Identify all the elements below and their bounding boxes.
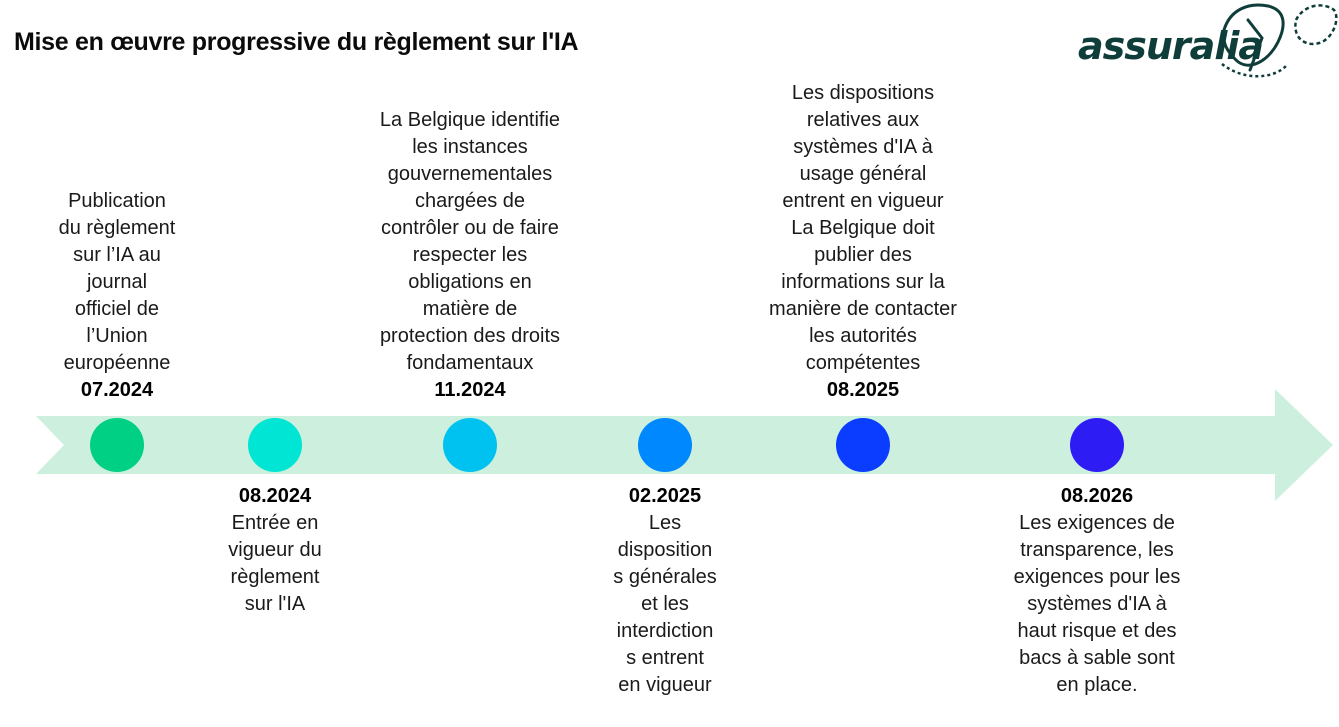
milestone-text-line: compétentes (805, 352, 921, 374)
milestone-02-2025: 02.2025 Les disposition s générales et l… (575, 483, 755, 699)
milestone-text-line: disposition (617, 539, 713, 561)
milestone-text-line: contrôler ou de faire (381, 217, 559, 239)
milestone-text-line: fondamentaux (406, 352, 534, 374)
assuralia-logo: assuralia (1072, 0, 1339, 90)
milestone-text-line: matière de (422, 298, 518, 320)
milestone-text-line: Entrée en (231, 512, 319, 534)
milestone-date: 08.2024 (238, 485, 312, 507)
milestone-text-line: interdiction (616, 620, 714, 642)
milestone-text-line: bacs à sable sont (1019, 647, 1175, 669)
logo-ornament-icon (1221, 3, 1338, 78)
page-title: Mise en œuvre progressive du règlement s… (14, 28, 579, 56)
milestone-text-line: Les (648, 512, 682, 534)
milestone-text-line: exigences pour les (1013, 566, 1181, 588)
milestone-text-line: Les dispositions (791, 82, 935, 104)
milestone-text-line: haut risque et des (1017, 620, 1177, 642)
milestone-text-line: sur l'IA (244, 593, 306, 615)
milestone-dot-02-2025 (638, 418, 692, 472)
milestone-text-line: relatives aux (806, 109, 920, 131)
milestone-text-line: du règlement (58, 217, 176, 239)
milestone-date: 08.2026 (1060, 485, 1134, 507)
milestone-text-line: s générales (613, 566, 717, 588)
milestone-08-2025: Les dispositions relatives aux systèmes … (738, 80, 988, 404)
milestone-date: 07.2024 (80, 379, 154, 401)
logo-text: assuralia (1078, 24, 1264, 68)
milestone-text-line: et les (641, 593, 689, 615)
milestone-dot-08-2026 (1070, 418, 1124, 472)
milestone-08-2026: 08.2026 Les exigences de transparence, l… (977, 483, 1217, 699)
milestone-11-2024: La Belgique identifie les instances gouv… (350, 107, 590, 404)
milestone-text-line: systèmes d'IA à (1027, 593, 1167, 615)
milestone-text-line: en vigueur (618, 674, 712, 696)
milestone-text-line: les autorités (809, 325, 917, 347)
milestone-text-line: vigueur du (228, 539, 322, 561)
milestone-08-2024: 08.2024 Entrée en vigueur du règlement s… (175, 483, 375, 618)
milestone-text-line: Publication (68, 190, 166, 212)
milestone-text-line: La Belgique identifie (379, 109, 561, 131)
milestone-text-line: officiel de (74, 298, 160, 320)
milestone-dot-08-2024 (248, 418, 302, 472)
milestone-date: 08.2025 (826, 379, 900, 401)
milestone-text-line: gouvernementales (387, 163, 553, 185)
milestone-text-line: publier des (814, 244, 912, 266)
milestone-dot-07-2024 (90, 418, 144, 472)
milestone-text-line: protection des droits (379, 325, 561, 347)
milestone-text-line: les instances (412, 136, 528, 158)
milestone-dot-08-2025 (836, 418, 890, 472)
milestone-text-line: usage général (799, 163, 927, 185)
milestone-text-line: européenne (63, 352, 171, 374)
milestone-date: 11.2024 (434, 379, 506, 401)
milestone-text-line: en place. (1056, 674, 1138, 696)
milestone-text-line: chargées de (414, 190, 526, 212)
milestone-text-line: règlement (230, 566, 320, 588)
milestone-text-line: s entrent (626, 647, 704, 669)
milestone-text-line: Les exigences de (1019, 512, 1175, 534)
milestone-text-line: entrent en vigueur (782, 190, 944, 212)
milestone-text-line: respecter les (412, 244, 528, 266)
milestone-07-2024: Publication du règlement sur l’IA au jou… (17, 188, 217, 404)
milestone-text-line: journal (86, 271, 148, 293)
milestone-text-line: transparence, les (1020, 539, 1174, 561)
milestone-text-line: sur l’IA au (73, 244, 161, 266)
milestone-text-line: manière de contacter (769, 298, 957, 320)
milestone-text-line: La Belgique doit (791, 217, 935, 239)
milestone-text-line: l’Union (86, 325, 148, 347)
milestone-dot-11-2024 (443, 418, 497, 472)
milestone-date: 02.2025 (628, 485, 702, 507)
milestone-text-line: informations sur la (781, 271, 945, 293)
milestone-text-line: systèmes d'IA à (793, 136, 933, 158)
milestone-text-line: obligations en (408, 271, 532, 293)
